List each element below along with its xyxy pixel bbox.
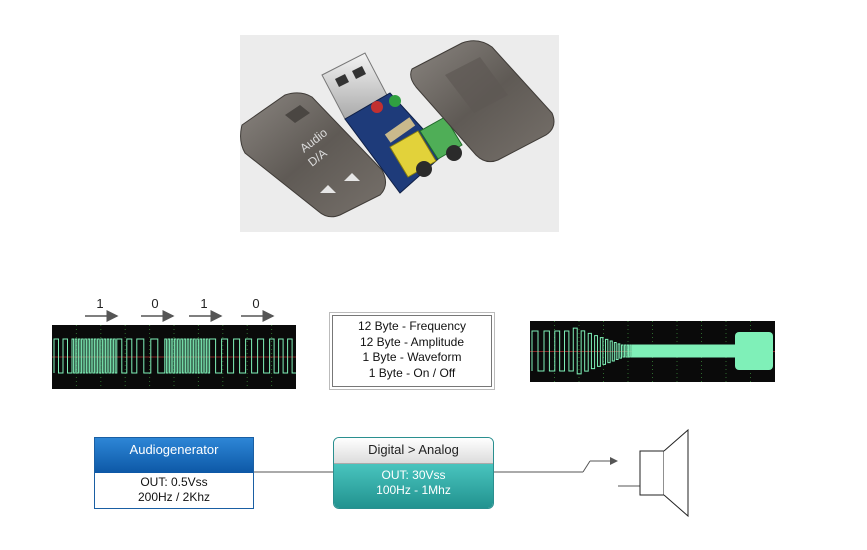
scope-digital-signal (52, 325, 297, 389)
dac-output: OUT: 30Vss (381, 468, 446, 482)
green-led (389, 95, 401, 107)
red-led (371, 101, 383, 113)
protocol-box: 12 Byte - Frequency 12 Byte - Amplitude … (332, 315, 492, 387)
protocol-line-onoff: 1 Byte - On / Off (368, 365, 456, 380)
bit-label-4: 0 (252, 296, 260, 311)
dac-frequency: 100Hz - 1Mhz (376, 483, 451, 497)
bit-label-3: 1 (200, 296, 208, 311)
analog-waveform-high-freq-band (735, 332, 773, 370)
protocol-line-amplitude: 12 Byte - Amplitude (359, 334, 465, 349)
left-cover (240, 92, 386, 218)
scope-analog-trace (530, 321, 775, 382)
audiogenerator-block: Audiogenerator OUT: 0.5Vss 200Hz / 2Khz (94, 437, 254, 509)
dac-block: Digital > Analog OUT: 30Vss 100Hz - 1Mhz (333, 437, 494, 509)
protocol-line-waveform: 1 Byte - Waveform (362, 350, 462, 364)
audiogenerator-title: Audiogenerator (95, 438, 253, 473)
digital-waveform (53, 338, 297, 374)
analog-waveform (531, 327, 736, 375)
dac-title: Digital > Analog (334, 438, 493, 464)
bit-label-1: 1 (96, 296, 104, 311)
scope-analog-signal (530, 321, 775, 382)
bit-label-2: 0 (151, 296, 159, 311)
usb-dac-photo: Audio D/A (240, 35, 559, 232)
usb-dac-illustration: Audio D/A (240, 35, 559, 232)
protocol-line-frequency: 12 Byte - Frequency (357, 319, 467, 333)
speaker-icon (639, 428, 689, 518)
audiogenerator-output: OUT: 0.5Vss (140, 475, 208, 489)
scope-digital-trace (52, 325, 297, 389)
audiogenerator-frequency: 200Hz / 2Khz (137, 490, 211, 504)
